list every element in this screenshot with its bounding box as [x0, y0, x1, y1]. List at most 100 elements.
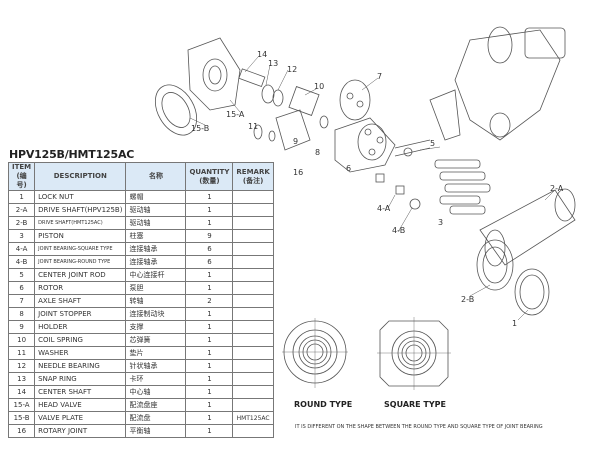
- quantity-cell: 1: [185, 411, 234, 425]
- part-label: 5: [430, 139, 435, 148]
- name-cn-cell: 泵胆: [125, 281, 187, 295]
- drive-shaft-part: [479, 188, 576, 267]
- quantity-cell: 6: [185, 242, 234, 256]
- center-joint-rod-part: [394, 139, 431, 157]
- name-cn-cell: 针状轴承: [125, 359, 187, 373]
- remark-cell: [232, 294, 274, 308]
- quantity-cell: 1: [185, 216, 234, 230]
- description-cell: NEEDLE BEARING: [34, 359, 127, 373]
- header-remark: REMARK (备注): [232, 162, 274, 191]
- name-cn-cell: 连接轴承: [125, 242, 187, 256]
- remark-cell: [232, 281, 274, 295]
- quantity-cell: 2: [185, 294, 234, 308]
- part-label: 11: [248, 122, 258, 131]
- item-cell: 16: [7, 424, 36, 438]
- description-cell: DRIVE SHAFT(HMT125AC): [34, 216, 127, 230]
- remark-cell: [232, 346, 274, 360]
- item-cell: 6: [7, 281, 36, 295]
- quantity-cell: 9: [185, 229, 234, 243]
- remark-cell: [232, 359, 274, 373]
- item-cell: 2-A: [7, 203, 36, 217]
- name-cn-cell: 中心连接杆: [125, 268, 187, 282]
- item-cell: 5: [7, 268, 36, 282]
- remark-cell: [232, 398, 274, 412]
- description-cell: CENTER SHAFT: [34, 385, 127, 399]
- quantity-cell: 1: [185, 190, 234, 204]
- item-cell: 14: [7, 385, 36, 399]
- item-cell: 15-B: [7, 411, 36, 425]
- header-name-cn: 名称: [125, 162, 187, 191]
- description-cell: HOLDER: [34, 320, 127, 334]
- name-cn-cell: 连接轴承: [125, 255, 187, 269]
- rotor-part: [334, 117, 396, 173]
- part-label: 7: [377, 72, 382, 81]
- remark-cell: [232, 216, 274, 230]
- remark-cell: [232, 268, 274, 282]
- description-cell: VALVE PLATE: [34, 411, 127, 425]
- part-label: 15-A: [226, 110, 245, 119]
- item-cell: 9: [7, 320, 36, 334]
- description-cell: JOINT BEARING-ROUND TYPE: [34, 255, 127, 269]
- valve-plate-part: [154, 84, 198, 136]
- remark-cell: [232, 255, 274, 269]
- part-label: 10: [314, 82, 324, 91]
- item-cell: 7: [7, 294, 36, 308]
- remark-cell: [232, 385, 274, 399]
- name-cn-cell: 支撑: [125, 320, 187, 334]
- quantity-cell: 1: [185, 307, 234, 321]
- quantity-cell: 1: [185, 320, 234, 334]
- quantity-cell: 1: [185, 268, 234, 282]
- square-type-caption: SQUARE TYPE: [384, 400, 446, 409]
- item-cell: 10: [7, 333, 36, 347]
- pump-assembly-part: [429, 26, 566, 141]
- item-cell: 4-A: [7, 242, 36, 256]
- part-label: 2-A: [550, 184, 564, 193]
- part-label: 6: [346, 164, 351, 173]
- description-cell: SNAP RING: [34, 372, 127, 386]
- quantity-cell: 1: [185, 398, 234, 412]
- name-cn-cell: 配流盘: [125, 411, 187, 425]
- remark-cell: [232, 320, 274, 334]
- bearing-and-lock-nut-part: [476, 239, 550, 316]
- name-cn-cell: 芯弹簧: [125, 333, 187, 347]
- item-cell: 1: [7, 190, 36, 204]
- remark-cell: [232, 203, 274, 217]
- name-cn-cell: 转轴: [125, 294, 187, 308]
- quantity-cell: 6: [185, 255, 234, 269]
- quantity-cell: 1: [185, 359, 234, 373]
- axle-shaft-part: [339, 79, 371, 121]
- quantity-cell: 1: [185, 281, 234, 295]
- description-cell: CENTER JOINT ROD: [34, 268, 127, 282]
- item-cell: 2-B: [7, 216, 36, 230]
- description-cell: ROTARY JOINT: [34, 424, 127, 438]
- quantity-cell: 1: [185, 372, 234, 386]
- part-label: 15-B: [191, 124, 209, 133]
- round-type-caption: ROUND TYPE: [294, 400, 352, 409]
- description-cell: PISTON: [34, 229, 127, 243]
- item-cell: 15-A: [7, 398, 36, 412]
- part-label: 12: [287, 65, 297, 74]
- quantity-cell: 1: [185, 424, 234, 438]
- part-label: 14: [257, 50, 267, 59]
- name-cn-cell: 配流盘座: [125, 398, 187, 412]
- name-cn-cell: 垫片: [125, 346, 187, 360]
- remark-cell: [232, 307, 274, 321]
- part-label: 13: [268, 59, 278, 68]
- name-cn-cell: 螺帽: [125, 190, 187, 204]
- remark-cell: [232, 229, 274, 243]
- part-label: 1: [512, 319, 517, 328]
- name-cn-cell: 卡环: [125, 372, 187, 386]
